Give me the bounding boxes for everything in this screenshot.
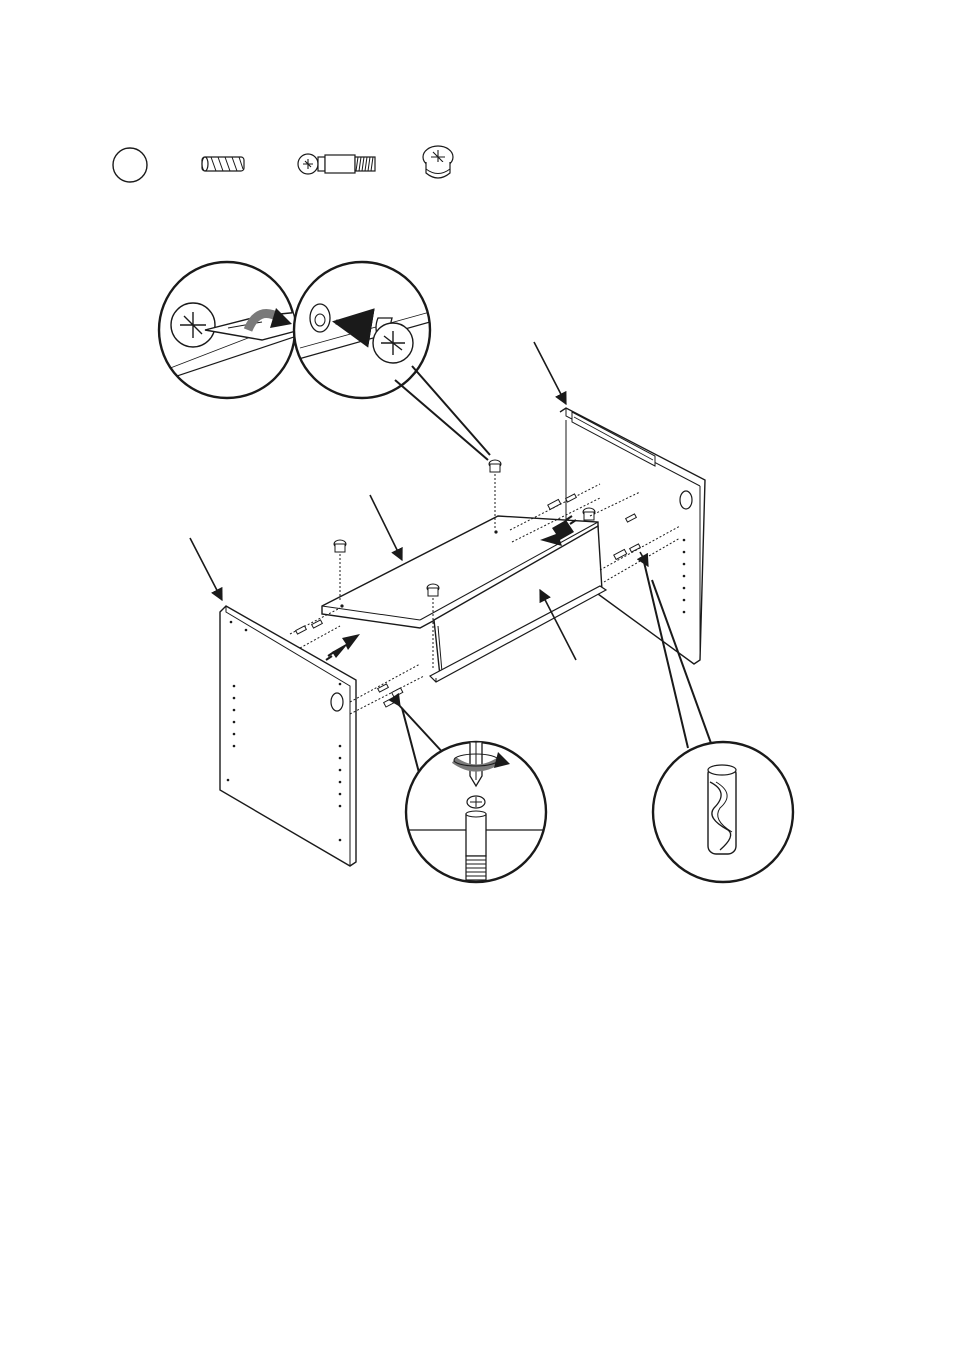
left-side-panel [220,606,356,866]
detail-turn-cam-lock [150,262,300,398]
detail-screw-cam-bolt [400,742,552,882]
detail-dowel [653,742,793,882]
detail-insert-cam-lock [294,262,430,398]
push-arrow-left [326,634,360,660]
